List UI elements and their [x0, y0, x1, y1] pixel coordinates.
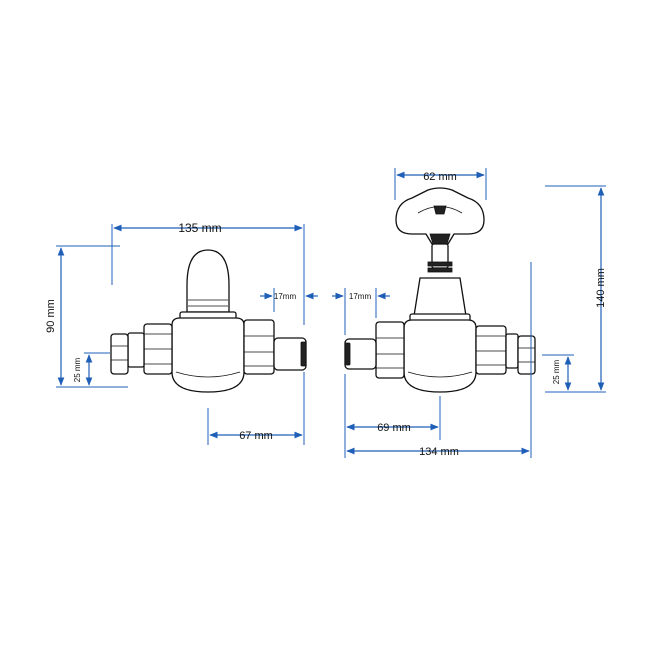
right-dimensions: [332, 168, 606, 458]
label-left-height: 90 mm: [45, 299, 57, 333]
label-left-centre-to-tail: 67 mm: [239, 430, 273, 442]
left-dimensions: [56, 224, 318, 445]
label-right-overall-width: 134 mm: [419, 446, 459, 458]
label-right-pipe-diameter: 25 mm: [552, 359, 561, 384]
label-right-tail-diameter: 17mm: [349, 292, 372, 301]
label-right-centre-to-tail: 69 mm: [377, 422, 411, 434]
right-valve: [344, 187, 536, 393]
label-left-overall-width: 135 mm: [178, 221, 221, 235]
label-right-head-width: 62 mm: [423, 171, 457, 183]
left-labels: 135 mm 90 mm 25 mm 17mm 67 mm: [45, 221, 296, 442]
left-valve: [110, 249, 307, 393]
label-left-pipe-diameter: 25 mm: [73, 357, 82, 382]
label-left-tail-diameter: 17mm: [274, 292, 297, 301]
label-right-overall-height: 140 mm: [595, 268, 607, 308]
right-labels: 62 mm 140 mm 25 mm 17mm 69 mm 134 mm: [349, 171, 607, 458]
